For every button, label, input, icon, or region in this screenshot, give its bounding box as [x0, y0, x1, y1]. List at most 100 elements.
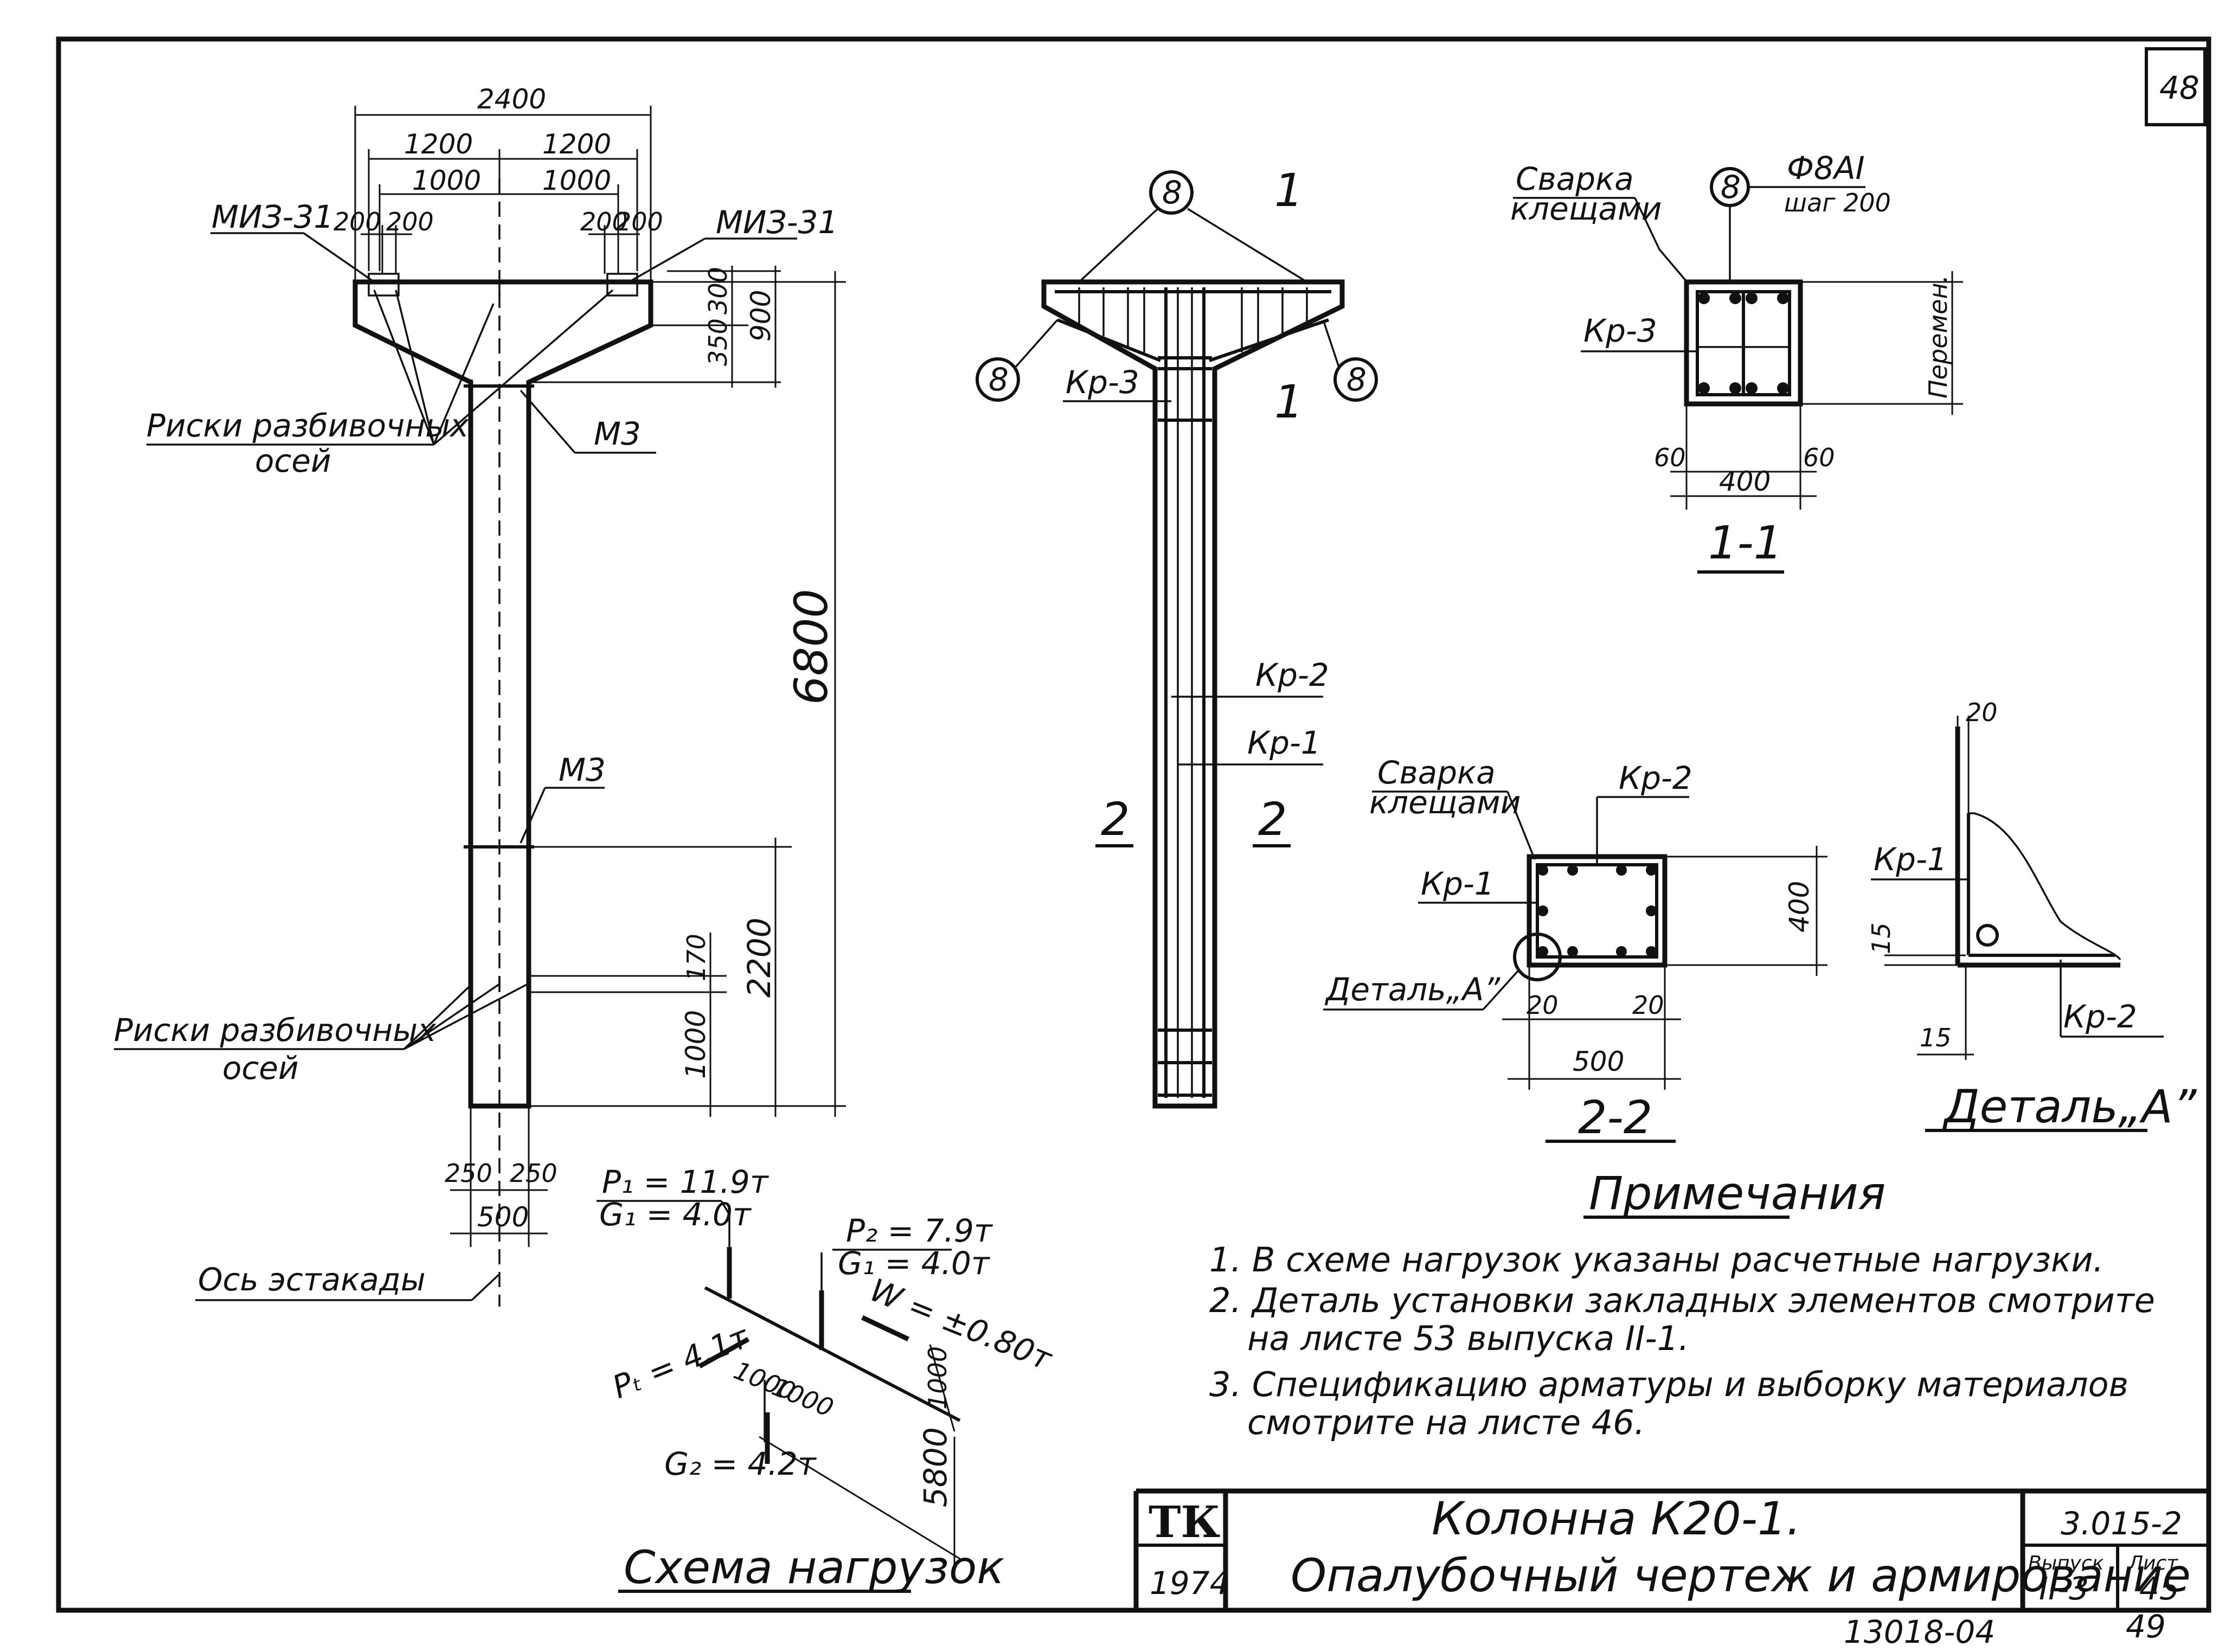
risks-bottom-line2: осей [222, 1050, 299, 1087]
rebar-view-kp3: Кр-3 [1066, 364, 1139, 401]
dim-2200: 2200 [741, 917, 778, 998]
footer-code: 13018-04 [1844, 1614, 1995, 1650]
s22-welding-line1: Сварка [1377, 754, 1496, 791]
column-facade-view: 2400 1200 1200 1000 1000 200 200 200 200… [114, 83, 846, 1307]
risks-top-line1: Риски разбивочных [146, 407, 469, 444]
section-2-right: 2 [1258, 793, 1287, 846]
s22-dim-400: 400 [1784, 881, 1815, 933]
s22-kp2: Кр-2 [1619, 760, 1692, 796]
dim-1000-right: 1000 [542, 165, 611, 196]
s11-dim-400: 400 [1719, 466, 1771, 497]
detail-a: 20 Кр-1 15 15 Кр-2 Деталь„А” [1867, 698, 2197, 1133]
s11-pos8: 8 [1721, 169, 1741, 205]
footer-page: 49 [2126, 1608, 2166, 1645]
s11-kp3: Кр-3 [1583, 312, 1657, 349]
s11-variable: Перемен. [1923, 275, 1953, 398]
load-dim-1000-b: 1000 [768, 1372, 838, 1423]
s22-detail-a: Деталь„А” [1324, 971, 1500, 1008]
title-line2: Опалубочный чертеж и армирование [1291, 1549, 2191, 1602]
dim-300: 300 [703, 267, 733, 314]
dim-200-b: 200 [386, 207, 434, 236]
title-sheet: 45 [2139, 1570, 2179, 1607]
mark-miz31-right: МИЗ-31 [716, 204, 838, 241]
detail-dim-20: 20 [1966, 698, 1998, 727]
detail-kp2: Кр-2 [2063, 998, 2137, 1035]
dim-170: 170 [682, 934, 711, 981]
notes-title: Примечания [1589, 1167, 1886, 1220]
title-series: 3.015-2 [2061, 1505, 2182, 1542]
load-p2: P₂ = 7.9т [846, 1212, 993, 1249]
risks-bottom-line1: Риски разбивочных [114, 1012, 437, 1049]
s22-dim-500: 500 [1573, 1046, 1624, 1077]
dim-6800: 6800 [785, 589, 838, 705]
dim-1200-right: 1200 [542, 128, 611, 160]
dim-2400: 2400 [477, 83, 546, 115]
rebar-view-kp2: Кр-2 [1255, 657, 1329, 693]
title-line1: Колонна К20-1. [1432, 1492, 1801, 1545]
rebar-view-kp1: Кр-1 [1247, 724, 1321, 761]
load-scheme: P₁ = 11.9т G₁ = 4.0т P₂ = 7.9т G₁ = 4.0т… [597, 1164, 1058, 1594]
load-scheme-title: Схема нагрузок [624, 1541, 1004, 1594]
section-1-bottom: 1 [1274, 375, 1303, 428]
axis-label: Ось эстакады [198, 1261, 426, 1298]
s11-welding-line1: Сварка [1516, 160, 1634, 197]
m3-mid: М3 [559, 751, 606, 788]
dim-200-d: 200 [615, 207, 663, 236]
dim-250-left: 250 [445, 1159, 492, 1188]
note-2a: 2. Деталь установки закладных элементов … [1209, 1281, 2155, 1320]
s11-rebar-spec: Ф8АI [1787, 150, 1865, 187]
s11-title: 1-1 [1708, 516, 1782, 569]
load-w: W = ±0.80т [865, 1271, 1058, 1378]
title-block: ТК 1974 Колонна К20-1. Опалубочный черте… [1133, 1488, 2209, 1610]
pos8-left: 8 [989, 361, 1009, 398]
dim-1000-bottom: 1000 [680, 1010, 711, 1079]
load-dim-1000-c: 1000 [923, 1346, 952, 1410]
detail-kp1: Кр-1 [1874, 841, 1947, 878]
section-1-top: 1 [1274, 164, 1303, 217]
dim-900: 900 [745, 290, 777, 342]
title-org: ТК [1149, 1496, 1220, 1547]
dim-350: 350 [703, 318, 733, 366]
s22-kp1: Кр-1 [1421, 865, 1495, 902]
note-2b: на листе 53 выпуска II-1. [1247, 1319, 1689, 1358]
note-1: 1. В схеме нагрузок указаны расчетные на… [1209, 1240, 2104, 1280]
load-g1-left: G₁ = 4.0т [599, 1196, 752, 1233]
s22-dim-20-left: 20 [1527, 991, 1559, 1020]
s22-title: 2-2 [1578, 1091, 1652, 1144]
detail-dim-15-a: 15 [1867, 922, 1896, 954]
section-2-2: Сварка клещами Кр-2 Кр-1 Деталь„А” 400 2… [1323, 754, 1827, 1144]
dim-250-right: 250 [510, 1159, 557, 1188]
sheet-corner-number: 48 [2159, 69, 2199, 106]
mark-miz31-left: МИЗ-31 [211, 198, 334, 235]
dim-1200-left: 1200 [404, 128, 473, 160]
detail-title: Деталь„А” [1942, 1080, 2197, 1133]
section-2-left: 2 [1101, 793, 1130, 846]
risks-top-line2: осей [255, 442, 331, 479]
note-3a: 3. Спецификацию арматуры и выборку матер… [1209, 1365, 2128, 1404]
title-sheet-label: Лист [2127, 1552, 2178, 1574]
notes: Примечания 1. В схеме нагрузок указаны р… [1209, 1167, 2155, 1442]
title-issue-label: Выпуск [2028, 1552, 2104, 1574]
note-3b: смотрите на листе 46. [1247, 1403, 1645, 1442]
detail-dim-15-b: 15 [1920, 1023, 1952, 1052]
m3-top: М3 [594, 415, 641, 452]
load-g1-right: G₁ = 4.0т [838, 1245, 991, 1282]
dim-500-bottom: 500 [477, 1201, 529, 1233]
load-dim-5800: 5800 [917, 1427, 954, 1507]
pos8-right: 8 [1346, 361, 1367, 398]
s11-welding-line2: клещами [1510, 190, 1662, 227]
s11-dim-60-right: 60 [1803, 443, 1835, 472]
dim-200-c: 200 [580, 207, 628, 236]
s22-dim-20-right: 20 [1632, 991, 1664, 1020]
dim-1000-left: 1000 [412, 165, 481, 196]
footer: 13018-04 49 [1844, 1608, 2166, 1650]
title-year: 1974 [1150, 1565, 1230, 1602]
section-1-1: Сварка клещами 8 Ф8АI шаг 200 Кр-3 Перем… [1510, 150, 1963, 574]
title-issue: II-3 [2039, 1570, 2089, 1607]
s22-welding-line2: клещами [1369, 784, 1521, 821]
load-p1: P₁ = 11.9т [602, 1164, 769, 1200]
pos8-top: 8 [1162, 174, 1182, 211]
s11-step: шаг 200 [1784, 188, 1891, 217]
s11-dim-60-left: 60 [1654, 443, 1686, 472]
load-g2: G₂ = 4.2т [664, 1445, 817, 1482]
